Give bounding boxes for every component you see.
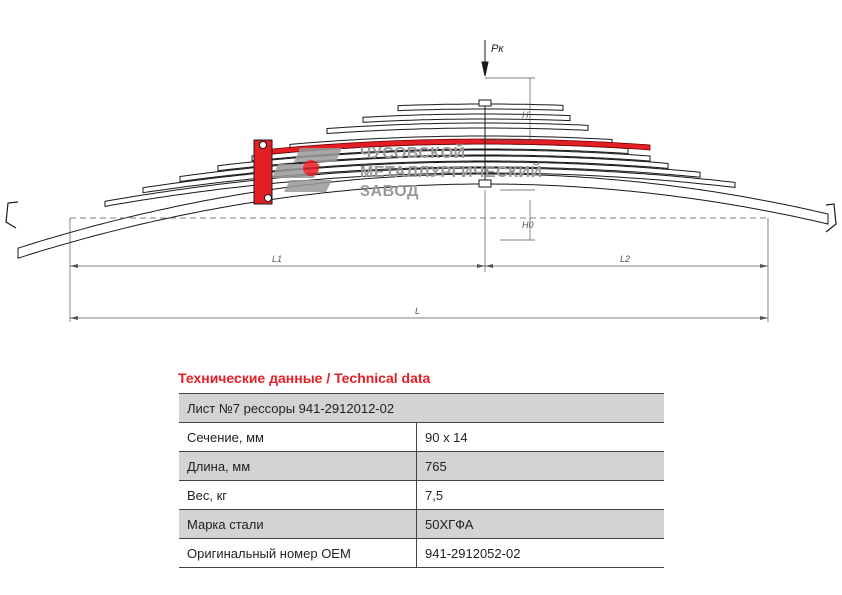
table-row: Длина, мм 765: [179, 451, 664, 481]
row-value: 50ХГФА: [416, 509, 664, 539]
logo-line-2: МЕТАЛЛУРГИЧЕСКИЙ: [360, 162, 542, 181]
row-value: 7,5: [416, 480, 664, 510]
force-label: Pк: [491, 43, 504, 55]
dim-label-l2: L2: [620, 254, 630, 264]
row-value: 941-2912052-02: [416, 538, 664, 568]
left-leaf-eye: [5, 201, 19, 229]
spring-leaf: [17, 173, 829, 259]
spring-leaf: [362, 113, 571, 123]
dimension-lines: [69, 77, 770, 322]
dimension-arrows: [70, 264, 768, 320]
chmz-logo-icon: [272, 148, 342, 192]
center-bolt: [478, 99, 492, 188]
row-label: Марка стали: [179, 509, 417, 539]
spring-leaves: [17, 103, 829, 259]
dim-label-h0: H0: [522, 220, 534, 230]
row-label: Длина, мм: [179, 451, 417, 481]
dim-label-l: L: [415, 306, 420, 316]
right-leaf-eye: [825, 203, 837, 233]
table-row: Оригинальный номер ОЕМ 941-2912052-02: [179, 538, 664, 568]
row-value: 765: [416, 451, 664, 481]
row-label: Оригинальный номер ОЕМ: [179, 538, 417, 568]
row-value: 90 х 14: [416, 422, 664, 452]
leaf-spring-drawing: Pк H H0 L1 L2 L ЧУСОВСКОЙ МЕТАЛЛУРГИЧЕСК…: [5, 40, 837, 322]
spring-leaf: [217, 149, 651, 172]
spring-leaf: [326, 122, 589, 135]
table-header-row: Лист №7 рессоры 941-2912012-02: [179, 393, 664, 423]
logo-line-3: ЗАВОД: [360, 183, 419, 200]
highlighted-leaf: [257, 138, 651, 156]
dim-label-h: H: [522, 110, 529, 120]
table-row: Сечение, мм 90 х 14: [179, 422, 664, 452]
table-row: Вес, кг 7,5: [179, 480, 664, 510]
row-label: Сечение, мм: [179, 422, 417, 452]
leaf-clamp: [253, 139, 273, 205]
logo-line-1: ЧУСОВСКОЙ: [360, 143, 466, 162]
row-label: Вес, кг: [179, 480, 417, 510]
table-header-cell: Лист №7 рессоры 941-2912012-02: [179, 393, 664, 423]
table-row: Марка стали 50ХГФА: [179, 509, 664, 539]
spring-leaf: [397, 103, 564, 112]
dim-label-l1: L1: [272, 254, 282, 264]
table-title: Технические данные / Technical data: [178, 370, 431, 386]
force-arrow: [481, 40, 489, 77]
spec-table: Лист №7 рессоры 941-2912012-02 Сечение, …: [179, 393, 664, 568]
